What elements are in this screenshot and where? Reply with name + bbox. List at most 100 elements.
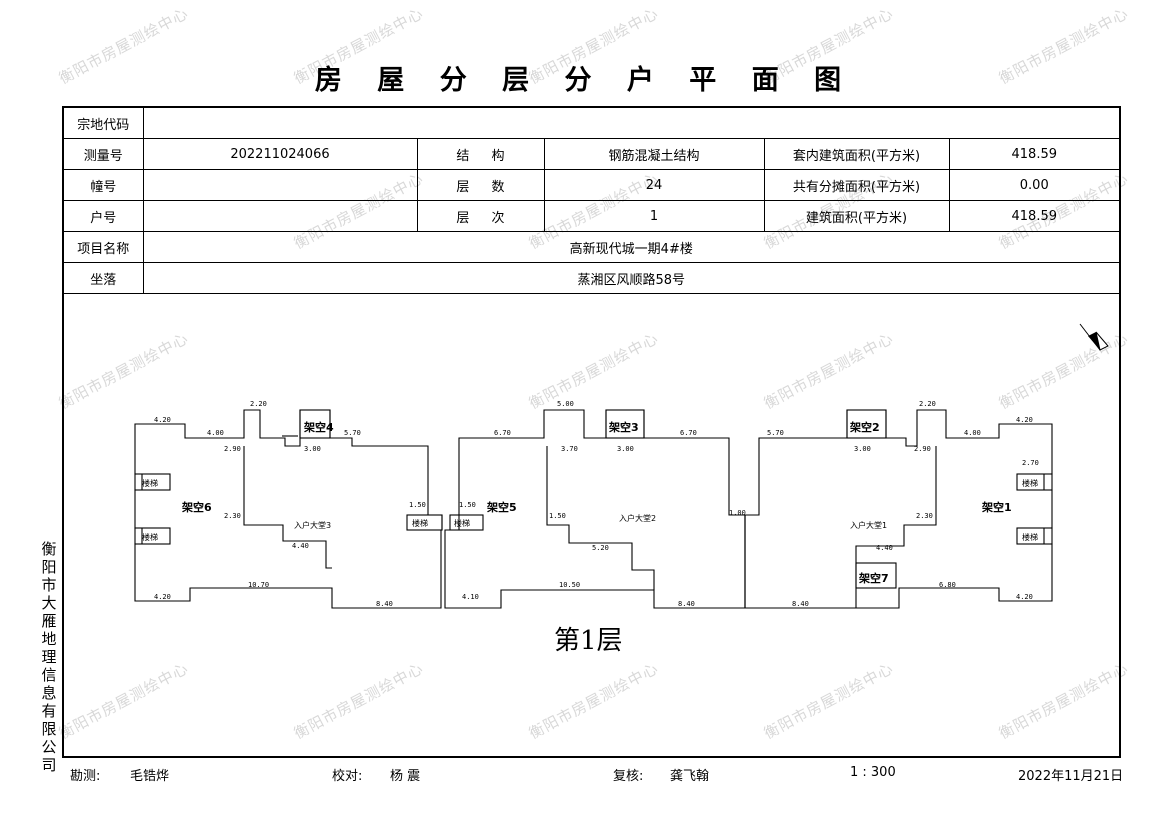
svg-text:6.70: 6.70	[494, 429, 511, 437]
table-row: 项目名称 高新现代城一期4#楼	[64, 231, 1120, 263]
frame-jiakong4	[299, 409, 331, 439]
zhuang-label: 幢号	[64, 169, 144, 201]
room-label-jiakong6: 架空6	[181, 500, 212, 514]
room-label-jiakong2: 架空2	[849, 420, 880, 434]
svg-text:3.00: 3.00	[854, 445, 871, 453]
svg-text:1.50: 1.50	[459, 501, 476, 509]
svg-text:1.50: 1.50	[409, 501, 426, 509]
frame-jiakong3	[605, 409, 645, 439]
svg-text:1.00: 1.00	[729, 509, 746, 517]
svg-text:2.70: 2.70	[1022, 459, 1039, 467]
table-row: 幢号 层 数 24 共有分摊面积(平方米) 0.00	[64, 169, 1120, 201]
table-row: 宗地代码	[64, 108, 1120, 139]
svg-text:4.00: 4.00	[964, 429, 981, 437]
north-arrow-icon	[1079, 323, 1109, 351]
stair-box	[1016, 473, 1053, 491]
stairs-label: 楼梯	[1022, 478, 1038, 488]
stairs-label: 楼梯	[142, 478, 158, 488]
zongdi-label: 宗地代码	[64, 108, 144, 139]
survey-sheet: 宗地代码 测量号 202211024066 结 构 钢筋混凝土结构 套内建筑面积…	[62, 106, 1121, 758]
jiegou-value: 钢筋混凝土结构	[543, 138, 765, 170]
gongyou-value: 0.00	[948, 169, 1120, 201]
svg-text:4.20: 4.20	[154, 593, 171, 601]
svg-text:8.40: 8.40	[376, 600, 393, 608]
svg-text:3.00: 3.00	[617, 445, 634, 453]
svg-text:4.10: 4.10	[462, 593, 479, 601]
svg-text:4.20: 4.20	[154, 416, 171, 424]
dimension-marks: 4.204.002.20 5.703.002.90 2.304.4010.70 …	[154, 400, 1039, 608]
svg-text:4.40: 4.40	[292, 542, 309, 550]
svg-text:4.40: 4.40	[876, 544, 893, 552]
floor-label: 第1层	[554, 626, 623, 656]
svg-text:5.70: 5.70	[344, 429, 361, 437]
stair-box	[406, 514, 443, 531]
svg-text:4.00: 4.00	[207, 429, 224, 437]
jiegou-label: 结 构	[416, 138, 545, 170]
xiangmu-value: 高新现代城一期4#楼	[142, 231, 1120, 263]
jianzhu-label: 建筑面积(平方米)	[763, 200, 950, 232]
zongdi-value	[142, 108, 1120, 139]
company-vertical-text: 衡阳市大雁地理信息有限公司	[41, 540, 57, 774]
room-label-jiakong5: 架空5	[486, 500, 517, 514]
celiang-label: 测量号	[64, 138, 144, 170]
svg-text:10.50: 10.50	[559, 581, 580, 589]
cengshu-value: 24	[543, 169, 765, 201]
svg-text:10.70: 10.70	[248, 581, 269, 589]
cengci-value: 1	[543, 200, 765, 232]
svg-text:3.70: 3.70	[561, 445, 578, 453]
outline-unit-right	[744, 409, 1053, 609]
page-title: 房 屋 分 层 分 户 平 面 图	[314, 65, 855, 96]
scale-text: 1 : 300	[850, 765, 896, 780]
svg-text:2.20: 2.20	[250, 400, 267, 408]
table-row: 测量号 202211024066 结 构 钢筋混凝土结构 套内建筑面积(平方米)…	[64, 138, 1120, 170]
outline-unit-left	[134, 409, 443, 609]
hu-label: 户号	[64, 200, 144, 232]
svg-text:5.00: 5.00	[557, 400, 574, 408]
kance-label: 勘测:	[70, 769, 101, 784]
taonei-value: 418.59	[948, 138, 1120, 170]
fuhe-label: 复核:	[613, 769, 644, 784]
cengci-label: 层 次	[416, 200, 545, 232]
room-label-jiakong1: 架空1	[981, 500, 1012, 514]
lobby-label-1: 入户大堂1	[850, 520, 887, 530]
frame-jiakong7	[855, 562, 897, 589]
cengshu-label: 层 数	[416, 169, 545, 201]
stairs-label: 楼梯	[454, 518, 470, 528]
hu-value	[142, 200, 418, 232]
floor-plan-drawing: 架空6 架空4 架空5 架空3 架空2 架空1 架空7 入户大堂3 入户大堂2 …	[134, 323, 1109, 609]
svg-text:5.70: 5.70	[767, 429, 784, 437]
table-row: 户号 层 次 1 建筑面积(平方米) 418.59	[64, 200, 1120, 232]
stair-box	[134, 527, 171, 545]
lobby-label-2: 入户大堂2	[619, 513, 656, 523]
kance-value: 毛锆烨	[130, 769, 170, 784]
svg-text:6.70: 6.70	[680, 429, 697, 437]
stairs-label: 楼梯	[412, 518, 428, 528]
table-row: 坐落 蒸湘区风顺路58号	[64, 262, 1120, 294]
svg-text:4.20: 4.20	[1016, 593, 1033, 601]
floor-plan: 架空6 架空4 架空5 架空3 架空2 架空1 架空7 入户大堂3 入户大堂2 …	[64, 298, 1119, 758]
xiangmu-label: 项目名称	[64, 231, 144, 263]
date-text: 2022年11月21日	[1018, 769, 1124, 784]
stair-box	[449, 514, 484, 531]
lobby-label-3: 入户大堂3	[294, 520, 331, 530]
taonei-label: 套内建筑面积(平方米)	[763, 138, 950, 170]
stair-box	[134, 473, 171, 491]
svg-text:2.30: 2.30	[224, 512, 241, 520]
zuoluo-value: 蒸湘区风顺路58号	[142, 262, 1120, 294]
zhuang-value	[142, 169, 418, 201]
svg-text:3.00: 3.00	[304, 445, 321, 453]
frame-jiakong2	[846, 409, 887, 439]
room-label-jiakong3: 架空3	[608, 420, 639, 434]
stairs-label: 楼梯	[142, 532, 158, 542]
jianzhu-value: 418.59	[948, 200, 1120, 232]
room-label-jiakong4: 架空4	[303, 420, 334, 434]
jiaodui-label: 校对:	[332, 769, 363, 784]
svg-text:2.20: 2.20	[919, 400, 936, 408]
svg-text:2.90: 2.90	[224, 445, 241, 453]
svg-text:8.40: 8.40	[678, 600, 695, 608]
svg-text:6.80: 6.80	[939, 581, 956, 589]
celiang-value: 202211024066	[142, 138, 418, 170]
svg-text:2.90: 2.90	[914, 445, 931, 453]
gongyou-label: 共有分摊面积(平方米)	[763, 169, 950, 201]
svg-text:4.20: 4.20	[1016, 416, 1033, 424]
